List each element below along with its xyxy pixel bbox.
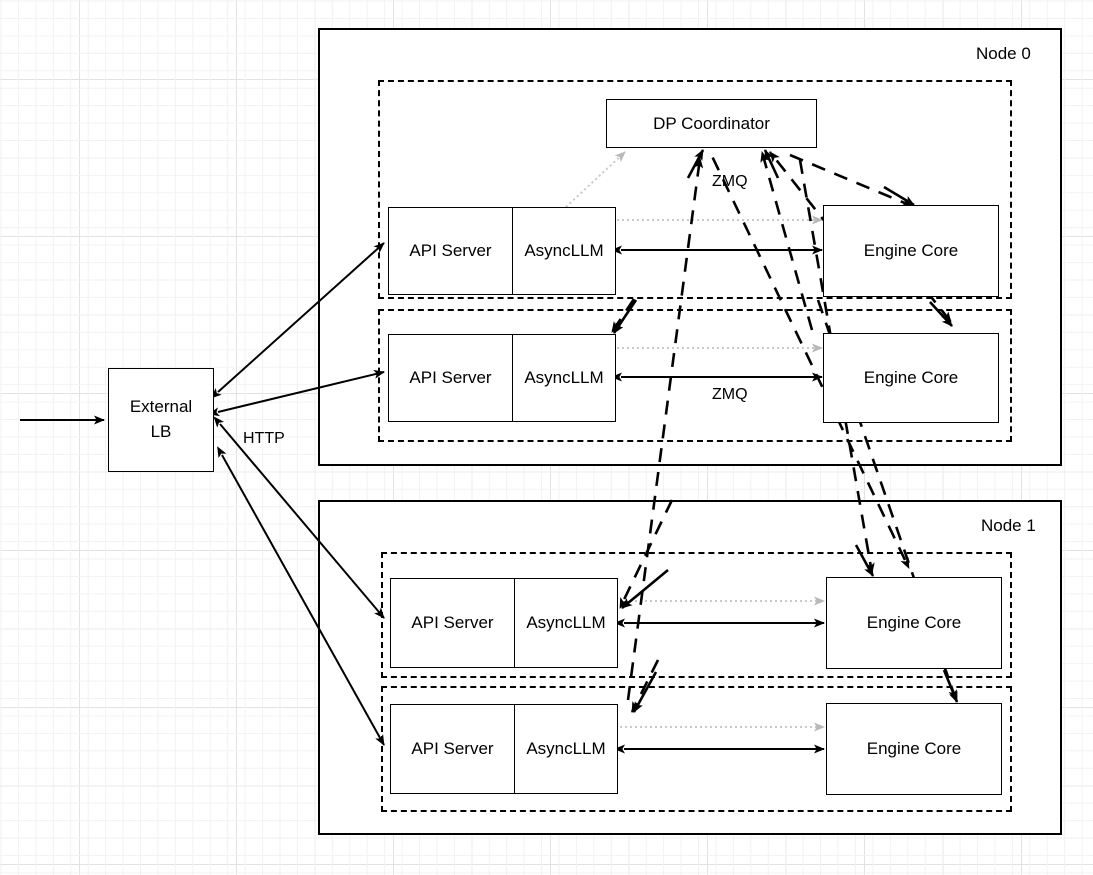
http-edge-label: HTTP [243,430,285,447]
edge-dashed-core-n0g0-to-coordinator [768,151,832,229]
async-llm-label-node1-1: AsyncLLM [526,739,606,758]
api-server-label-node0-0: API Server [389,208,513,294]
async-llm-label-node1-0: AsyncLLM [526,613,606,632]
edge-lb-to-api-node1-1 [217,446,385,746]
api-server-label-node0-1: API Server [389,335,513,421]
dp-group-node0-0 [378,80,1012,299]
node-label-node0: Node 0 [976,44,1031,63]
engine-core-label-node1-1: Engine Core [866,739,962,758]
edge-dashed-coordinator-to-core-n0g0 [789,153,913,208]
edge-dotted-async-to-coordinator [565,151,626,208]
edge-dashed-core-n1g1-to-coordinator [626,157,704,701]
edge-dashed-core-n0g1-to-coordinator [760,151,814,331]
edge-dashed-to-async-n1g1 [630,659,660,713]
dp-group-node1-1 [381,686,1012,812]
engine-core-box-node0-1[interactable]: Engine Core [823,333,999,423]
engine-core-label-node1-0: Engine Core [866,613,962,632]
edge-dashed-coordinator-to-core-n1g0 [798,159,875,574]
api-server-label-node1-1: API Server [391,705,515,793]
api-server-box-node1-1[interactable]: API Server AsyncLLM [390,704,618,794]
dp-coordinator-label: DP Coordinator [653,113,770,133]
engine-core-label-node0-0: Engine Core [863,241,959,260]
node-label-node1: Node 1 [981,516,1036,535]
dp-coordinator-box[interactable]: DP Coordinator [606,99,817,148]
async-llm-label-node0-0: AsyncLLM [524,241,604,260]
engine-core-box-node1-1[interactable]: Engine Core [826,703,1002,795]
api-server-box-node0-0[interactable]: API Server AsyncLLM [388,207,616,295]
edge-dashed-to-async-n0g1 [610,298,636,333]
engine-core-box-node1-0[interactable]: Engine Core [826,577,1002,669]
edge-dashed-core-n1g0-to-coordinator [708,151,910,570]
engine-core-label-node0-1: Engine Core [863,368,959,387]
edge-lb-to-api-node0-0 [210,242,385,399]
api-server-box-node1-0[interactable]: API Server AsyncLLM [390,578,618,668]
zmq-label-node0-0: ZMQ [712,173,748,190]
zmq-label-node0-1: ZMQ [712,386,748,403]
engine-core-box-node0-0[interactable]: Engine Core [823,205,999,297]
api-server-box-node0-1[interactable]: API Server AsyncLLM [388,334,616,422]
external-lb-label-line2: LB [150,422,172,441]
external-lb-label-line1: External [129,397,193,417]
async-llm-label-node0-1: AsyncLLM [524,368,604,387]
api-server-label-node1-0: API Server [391,579,515,667]
edge-dashed-to-async-n1g0 [618,499,674,609]
edge-lb-to-api-node1-0 [213,416,385,619]
edge-lb-to-api-node0-1 [208,369,385,417]
external-lb-box[interactable]: External LB [108,368,214,472]
